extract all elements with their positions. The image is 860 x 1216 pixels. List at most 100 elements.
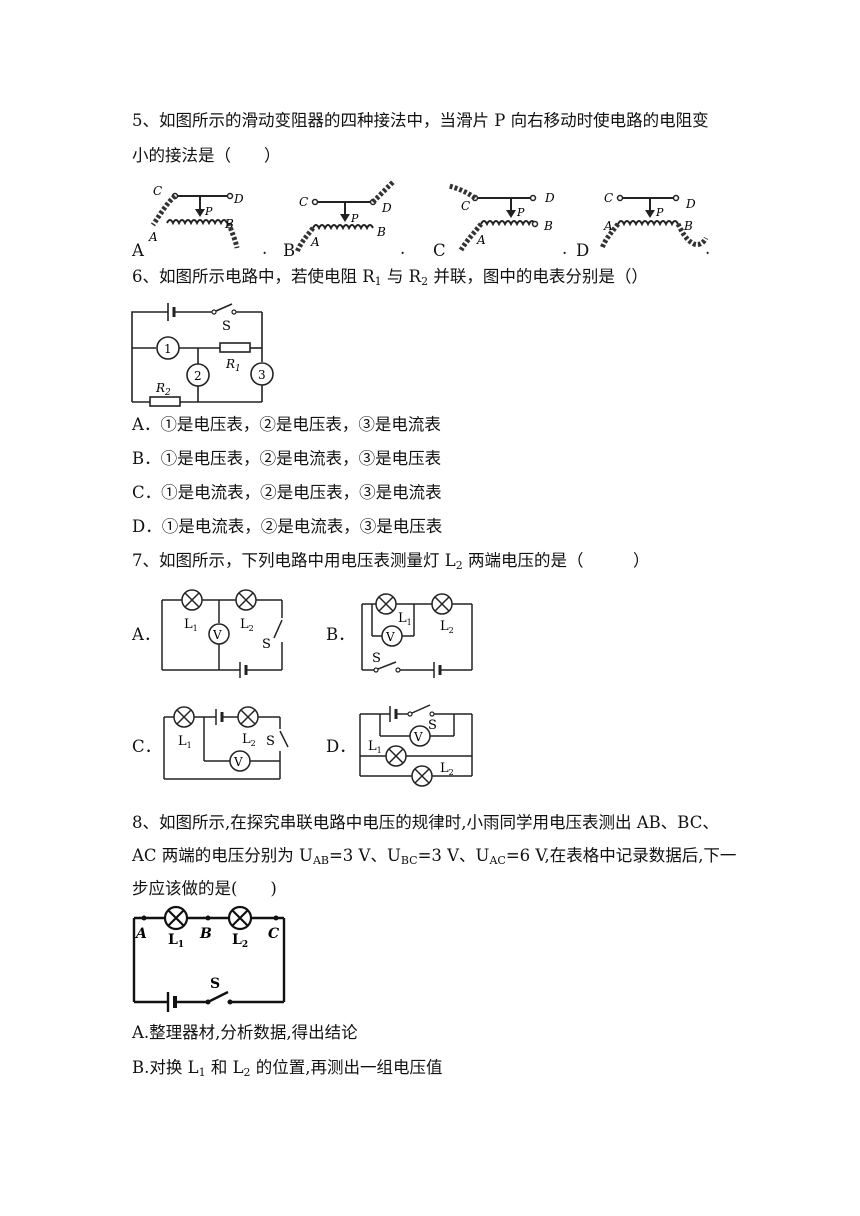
q5-option-a-dot: .: [262, 239, 268, 258]
q8-optb-pre: B.对换 L: [132, 1058, 199, 1077]
q6-option-d: D．①是电流表，②是电流表，③是电压表: [132, 517, 443, 536]
q8-lamp1-sub: 1: [178, 940, 184, 950]
q5-option-c-dot: .: [562, 239, 568, 258]
q6-meter-3-label: 3: [258, 368, 266, 382]
q6-option-b: B．①是电压表，②是电流表，③是电压表: [132, 449, 442, 468]
q6-r1-sub: 1: [235, 364, 241, 374]
q5a-term-c: C: [153, 184, 162, 198]
q5-figure-c: C D P A B: [448, 183, 555, 252]
q7-circuit-c: V L1 L2 S: [163, 706, 289, 780]
q7a-lamp2-label: L2: [240, 617, 254, 633]
q7b-lamp2-letter: L: [440, 619, 449, 634]
q7d-lamp2-label: L2: [440, 761, 454, 777]
q5b-term-d: D: [381, 201, 392, 215]
q7-option-c-label: C．: [132, 737, 162, 756]
q7-option-d-label: D．: [326, 737, 356, 756]
q7b-switch-label: S: [372, 651, 381, 666]
q7c-lamp2-label: L2: [242, 732, 256, 748]
q5c-term-a: A: [476, 233, 486, 247]
q7b-lamp2-label: L2: [440, 619, 454, 635]
q5a-term-a: A: [148, 230, 158, 244]
q8-point-b: B: [199, 926, 212, 942]
q5a-term-p: P: [204, 205, 213, 218]
q8-sub-ac: AC: [489, 854, 506, 867]
q8-stem-line1: 8、如图所示,在探究串联电路中电压的规律时,小雨同学用电压表测出 AB、BC、: [132, 813, 719, 832]
q8-circuit-figure: A B C L 1 L2 S: [132, 905, 286, 1012]
q8-line2-b: =3 V、U: [417, 846, 490, 865]
q8-optb-sub2: 2: [243, 1066, 251, 1079]
q5b-term-a: A: [310, 235, 320, 249]
q7-stem-pre: 7、如图所示，下列电路中用电压表测量灯 L: [132, 551, 456, 570]
q6-circuit-figure: S 1 R1 2 3 R2: [131, 303, 274, 407]
q5-option-d-dot: .: [705, 239, 711, 258]
q6-r2-label: R2: [155, 381, 171, 398]
q5d-term-a: A: [603, 219, 613, 233]
q7d-lamp1-sub: 1: [377, 746, 382, 755]
q7c-voltmeter-label: V: [233, 755, 243, 769]
q7c-lamp2-sub: 2: [251, 739, 256, 748]
q8-optb-post: 的位置,再测出一组电压值: [250, 1058, 443, 1077]
q8-line2-pre: AC 两端的电压分别为 U: [132, 846, 313, 865]
q8-lamp2-label: L2: [232, 932, 248, 950]
q5-figure-d: C D P A B: [599, 191, 709, 249]
q7d-lamp1-letter: L: [368, 739, 377, 754]
q5d-term-d: D: [685, 197, 696, 211]
q5-option-c-label: C: [433, 241, 446, 260]
q8-sub-ab: AB: [312, 854, 329, 867]
q6-stem-post: 并联，图中的电表分别是（）: [428, 267, 648, 286]
q6-stem-mid: 与 R: [381, 267, 422, 286]
q5d-term-c: C: [604, 191, 613, 205]
q5d-term-b: B: [683, 219, 693, 233]
q6-r1-letter: R: [225, 357, 235, 371]
q7-option-b-label: B．: [326, 625, 355, 644]
q8-lamp2-letter: L: [232, 932, 242, 948]
q8-optb-sub1: 1: [198, 1066, 206, 1079]
q8-optb-mid: 和 L: [205, 1058, 244, 1077]
q5d-term-p: P: [655, 206, 664, 219]
q8-sub-bc: BC: [400, 854, 418, 867]
q7b-lamp1-sub: 1: [407, 618, 412, 627]
q5b-term-c: C: [299, 195, 308, 209]
q5-figure-b: C D P A B: [294, 180, 395, 253]
q8-point-a: A: [134, 926, 147, 942]
q7a-switch-label: S: [262, 637, 271, 652]
q6-meter-2-label: 2: [194, 369, 202, 383]
q5c-term-p: P: [516, 206, 525, 219]
q7a-voltmeter-label: V: [212, 628, 222, 642]
q6-option-a: A．①是电压表，②是电压表，③是电流表: [132, 415, 441, 434]
q7b-lamp2-sub: 2: [449, 626, 454, 635]
q7c-lamp1-label: L1: [178, 734, 192, 750]
q7b-lamp1-label: L1: [398, 611, 412, 627]
q8-lamp2-sub: 2: [242, 940, 248, 950]
q6-stem-sub2: 2: [421, 275, 429, 288]
q7d-lamp1-label: L1: [368, 739, 382, 755]
q6-option-c: C．①是电流表，②是电压表，③是电流表: [132, 483, 442, 502]
q7c-lamp1-sub: 1: [187, 741, 192, 750]
q8-option-b: B.对换 L1 和 L2 的位置,再测出一组电压值: [132, 1057, 443, 1084]
q8-switch-label: S: [210, 976, 220, 992]
q6-meter-1-label: 1: [164, 342, 172, 356]
q5-stem-line1: 5、如图所示的滑动变阻器的四种接法中，当滑片 P 向右移动时使电路的电阻变: [132, 111, 709, 130]
q7a-lamp2-sub: 2: [249, 624, 254, 633]
q5-option-d-label: D: [576, 241, 590, 260]
q7-option-a-label: A．: [132, 625, 161, 644]
q6-r1-label: R1: [225, 357, 241, 374]
q8-stem-line2: AC 两端的电压分别为 UAB=3 V、UBC=3 V、UAC=6 V,在表格中…: [132, 845, 736, 872]
q7c-switch-label: S: [266, 734, 275, 749]
q8-line2-c: =6 V,在表格中记录数据后,下一: [505, 846, 737, 865]
q7d-lamp2-letter: L: [440, 761, 449, 776]
q6-switch-label: S: [222, 319, 231, 334]
q6-stem: 6、如图所示电路中，若使电阻 R1 与 R2 并联，图中的电表分别是（）: [132, 266, 648, 293]
q7a-lamp1-letter: L: [184, 617, 193, 632]
q8-point-c: C: [268, 926, 279, 942]
q5a-term-b: B: [224, 217, 234, 231]
q5c-term-c: C: [461, 199, 470, 213]
q5-option-a-label: A: [132, 241, 144, 260]
q7-circuit-d: S V L1 L2: [359, 704, 473, 787]
q7d-voltmeter-label: V: [413, 730, 423, 744]
q5b-term-p: P: [350, 212, 359, 225]
q7b-lamp1-letter: L: [398, 611, 407, 626]
q7c-lamp1-letter: L: [178, 734, 187, 749]
q5b-term-b: B: [376, 225, 386, 239]
q5c-term-d: D: [544, 191, 555, 205]
